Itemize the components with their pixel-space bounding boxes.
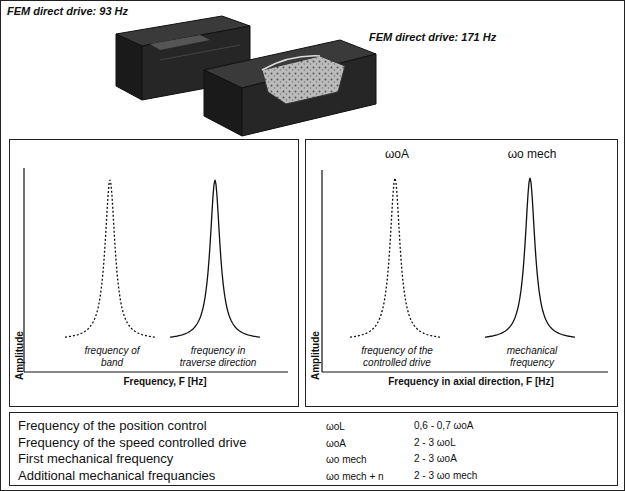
symbol-label: ωoA — [372, 148, 422, 162]
resonance-peak — [65, 180, 155, 337]
table-cell: 2 - 3 ωoA — [414, 453, 574, 465]
resonance-peak — [350, 178, 440, 337]
table-box: Frequency of the position control ωoL 0,6 … — [9, 412, 618, 486]
table-cell: Frequency of the position control — [18, 419, 318, 434]
table-cell: ωo mech + n — [326, 471, 406, 483]
resonance-peak — [170, 180, 260, 337]
resonance-peak — [485, 178, 575, 337]
peak-label: frequency in traverse direction — [178, 345, 258, 368]
table-cell: ωoL — [326, 421, 406, 433]
axis-label: Amplitude — [310, 331, 322, 380]
peak-label: frequency of the controlled drive — [354, 345, 440, 368]
peak-label: frequency of band — [82, 345, 142, 368]
chart-panel: ωoA ωo mechAmplitude frequency of the cont… — [305, 139, 618, 407]
model-title: FEM direct drive: 93 Hz — [7, 5, 167, 18]
model-title: FEM direct drive: 171 Hz — [369, 31, 539, 44]
fem-model-171 — [204, 40, 376, 136]
table-cell: 2 - 3 ωoL — [414, 437, 574, 449]
resonance-peaks — [65, 178, 575, 337]
symbol-label: ωo mech — [502, 148, 562, 162]
table-cell: Additional mechanical frequancies — [18, 469, 318, 484]
chart-panel: Amplitude frequency of band frequency in t… — [9, 139, 299, 407]
axis-label: Frequency in axial direction, F [Hz] — [346, 376, 596, 388]
peak-label: mechanical frequency — [492, 345, 572, 368]
table-cell: ωoA — [326, 438, 406, 450]
axis-label: Amplitude — [14, 331, 26, 380]
table-cell: ωo mech — [326, 454, 406, 466]
table-cell: First mechanical frequency — [18, 452, 318, 467]
table-cell: 0,6 - 0,7 ωoA — [414, 420, 574, 432]
table-cell: 2 - 3 ωo mech — [414, 470, 574, 482]
table-cell: Frequency of the speed controlled drive — [18, 436, 318, 451]
axis-label: Frequency, F [Hz] — [90, 376, 240, 388]
